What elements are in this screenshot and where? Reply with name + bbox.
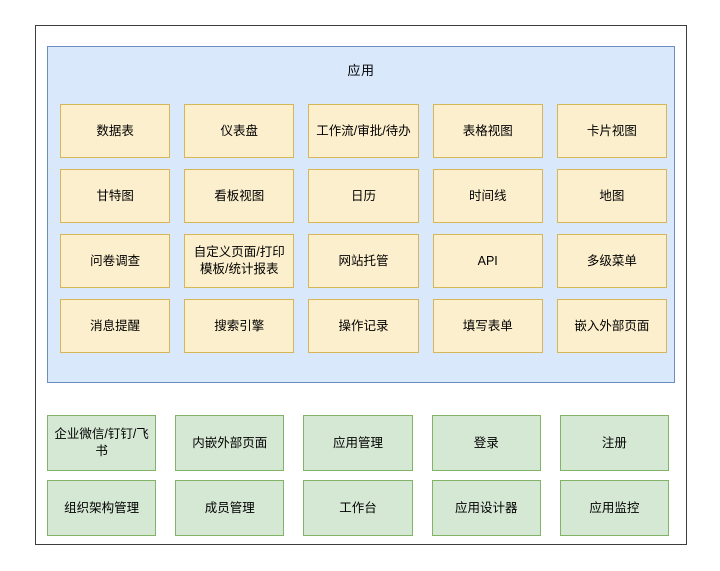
platform-cell-6[interactable]: 组织架构管理 [47, 480, 157, 536]
platform-cell-label: 登录 [473, 435, 499, 450]
platform-cell-label: 应用监控 [589, 500, 640, 515]
feature-cell-19[interactable]: 填写表单 [432, 299, 543, 353]
feature-cell-label: 仪表盘 [220, 123, 259, 138]
feature-cell-label: 甘特图 [96, 188, 134, 203]
feature-cell-20[interactable]: 嵌入外部页面 [556, 299, 667, 353]
feature-cell-label: 时间线 [468, 188, 507, 203]
feature-cell-4[interactable]: 表格视图 [432, 104, 543, 158]
platform-cell-7[interactable]: 成员管理 [175, 480, 285, 536]
platform-cell-4[interactable]: 登录 [431, 415, 541, 471]
platform-cell-label: 企业微信/钉钉/飞 书 [54, 427, 149, 458]
feature-cell-14[interactable]: API [432, 234, 543, 288]
feature-cell-label: 多级菜单 [586, 253, 637, 268]
platform-module-grid: 企业微信/钉钉/飞 书 内嵌外部页面 应用管理 登录 注册组织架构管理 成员管理 工作台 应用… [47, 415, 669, 536]
feature-cell-label: 自定义页面/打印 模板/统计报表 [193, 245, 285, 276]
platform-cell-label: 成员管理 [204, 500, 255, 515]
platform-cell-10[interactable]: 应用监控 [559, 480, 669, 536]
feature-cell-label: API [477, 253, 498, 268]
feature-cell-17[interactable]: 搜索引擎 [184, 299, 295, 353]
feature-cell-label: 操作记录 [338, 318, 389, 333]
application-title: 应用 [347, 63, 375, 78]
feature-cell-label: 嵌入外部页面 [574, 318, 650, 333]
feature-cell-label: 消息提醒 [90, 318, 141, 333]
feature-cell-label: 数据表 [96, 123, 134, 138]
feature-cell-8[interactable]: 日历 [308, 169, 419, 223]
feature-cell-10[interactable]: 地图 [556, 169, 667, 223]
platform-cell-2[interactable]: 内嵌外部页面 [175, 415, 285, 471]
feature-cell-7[interactable]: 看板视图 [184, 169, 295, 223]
platform-cell-label: 组织架构管理 [64, 500, 140, 515]
feature-cell-11[interactable]: 问卷调查 [60, 234, 171, 288]
platform-cell-3[interactable]: 应用管理 [303, 415, 413, 471]
outer-frame: 应用 数据表 仪表盘 工作流/审批/待办 表格视图 卡片视图甘特图 看板视图 日历 时间线 地图… [35, 25, 687, 545]
feature-cell-label: 地图 [599, 188, 625, 203]
feature-cell-9[interactable]: 时间线 [432, 169, 543, 223]
feature-cell-label: 看板视图 [214, 188, 265, 203]
feature-cell-label: 网站托管 [338, 253, 389, 268]
feature-cell-12[interactable]: 自定义页面/打印 模板/统计报表 [184, 234, 295, 288]
platform-cell-label: 内嵌外部页面 [192, 435, 268, 450]
feature-cell-16[interactable]: 消息提醒 [60, 299, 171, 353]
platform-cell-8[interactable]: 工作台 [303, 480, 413, 536]
feature-cell-label: 日历 [350, 188, 376, 203]
platform-cell-label: 应用管理 [332, 435, 383, 450]
feature-cell-13[interactable]: 网站托管 [308, 234, 419, 288]
feature-cell-15[interactable]: 多级菜单 [556, 234, 667, 288]
feature-module-grid: 数据表 仪表盘 工作流/审批/待办 表格视图 卡片视图甘特图 看板视图 日历 时间线 地图问卷调… [60, 104, 667, 353]
feature-cell-3[interactable]: 工作流/审批/待办 [308, 104, 419, 158]
application-container: 应用 数据表 仪表盘 工作流/审批/待办 表格视图 卡片视图甘特图 看板视图 日历 时间线 地图… [47, 46, 675, 383]
feature-cell-1[interactable]: 数据表 [60, 104, 171, 158]
platform-cell-label: 应用设计器 [454, 500, 518, 515]
feature-cell-label: 工作流/审批/待办 [316, 123, 411, 138]
platform-cell-9[interactable]: 应用设计器 [431, 480, 541, 536]
feature-cell-label: 表格视图 [462, 123, 513, 138]
feature-cell-18[interactable]: 操作记录 [308, 299, 419, 353]
feature-cell-2[interactable]: 仪表盘 [184, 104, 295, 158]
platform-cell-label: 注册 [601, 435, 627, 450]
platform-cell-1[interactable]: 企业微信/钉钉/飞 书 [47, 415, 157, 471]
feature-cell-label: 问卷调查 [90, 253, 141, 268]
feature-cell-5[interactable]: 卡片视图 [556, 104, 667, 158]
platform-cell-5[interactable]: 注册 [559, 415, 669, 471]
feature-cell-label: 填写表单 [462, 318, 513, 333]
feature-cell-label: 卡片视图 [586, 123, 637, 138]
platform-cell-label: 工作台 [339, 500, 377, 515]
feature-cell-label: 搜索引擎 [214, 318, 265, 333]
feature-cell-6[interactable]: 甘特图 [60, 169, 171, 223]
